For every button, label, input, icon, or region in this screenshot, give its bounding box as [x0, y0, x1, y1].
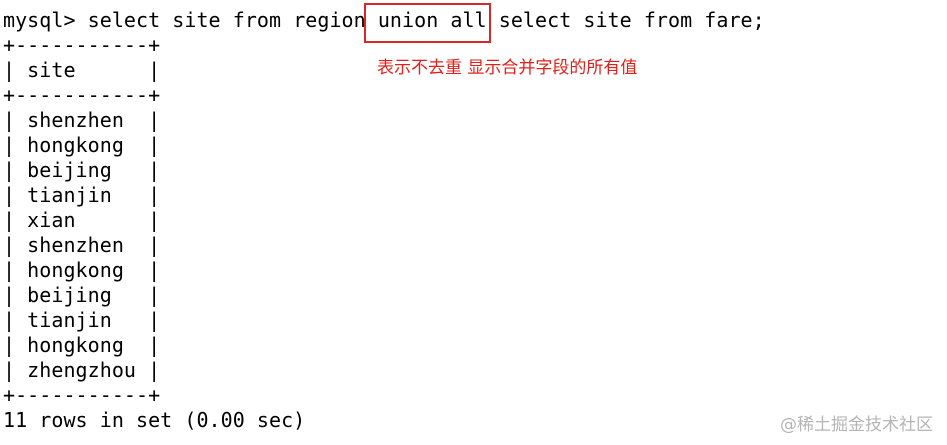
table-border-top: +-----------+ [3, 33, 161, 57]
terminal-output: mysql> select site from region union all… [3, 0, 943, 445]
table-row: | beijing | [3, 158, 161, 182]
union-all-highlight-box [364, 3, 491, 43]
result-summary: 11 rows in set (0.00 sec) [3, 408, 306, 432]
table-row: | beijing | [3, 283, 161, 307]
table-row: | hongkong | [3, 333, 161, 357]
table-row: | tianjin | [3, 183, 161, 207]
table-row: | zhengzhou | [3, 358, 161, 382]
table-row: | shenzhen | [3, 108, 161, 132]
annotation-note: 表示不去重 显示合并字段的所有值 [377, 58, 638, 78]
table-row: | tianjin | [3, 308, 161, 332]
command-line: mysql> select site from region union all… [3, 8, 765, 33]
table-border-bottom: +-----------+ [3, 383, 161, 407]
table-header: | site | [3, 58, 161, 82]
watermark: @稀土掘金技术社区 [780, 415, 933, 435]
table-row: | xian | [3, 208, 161, 232]
mysql-prompt: mysql> [3, 8, 76, 32]
table-border-header: +-----------+ [3, 83, 161, 107]
table-row: | hongkong | [3, 133, 161, 157]
table-row: | hongkong | [3, 258, 161, 282]
sql-query: select site from region union all select… [87, 8, 765, 32]
table-row: | shenzhen | [3, 233, 161, 257]
